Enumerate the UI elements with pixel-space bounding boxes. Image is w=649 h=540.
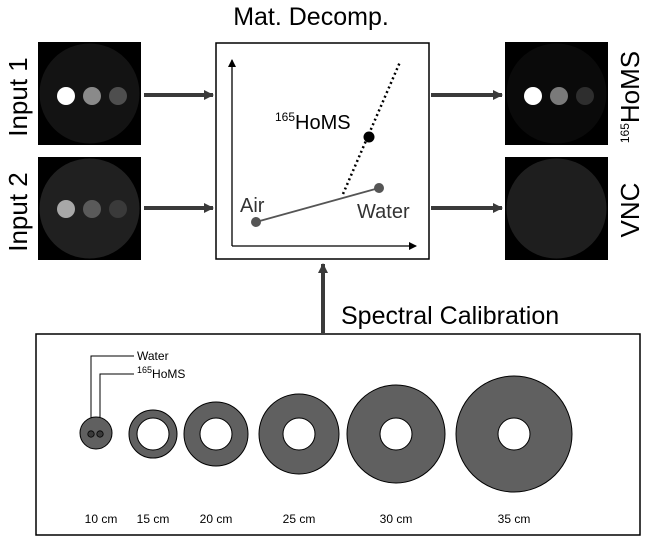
calibration-title: Spectral Calibration [341, 302, 559, 330]
input-2-image [38, 157, 141, 260]
plot-homs-label: 165HoMS [275, 110, 351, 134]
phantom-label-15cm: 15 cm [137, 512, 170, 526]
decomposition-plot: 165HoMS Air Water [215, 42, 430, 260]
water-point [374, 183, 384, 193]
output-vnc-label: VNC [615, 183, 645, 238]
page-title: Mat. Decomp. [233, 3, 389, 31]
legend-water-label: Water [137, 349, 169, 363]
output-homs-image [505, 42, 608, 145]
phantom-25cm [258, 393, 340, 475]
phantom-20cm [183, 401, 249, 467]
legend-homs-label: 165HoMS [137, 365, 185, 381]
input-1-label: Input 1 [3, 57, 33, 137]
phantom-label-20cm: 20 cm [200, 512, 233, 526]
calibration-legend: Water 165HoMS [90, 349, 185, 434]
phantom-35cm [455, 375, 573, 493]
phantom-label-35cm: 35 cm [498, 512, 531, 526]
output-homs-label: 165HoMS [615, 51, 645, 143]
plot-water-label: Water [357, 201, 410, 223]
homs-dotted-line [341, 61, 402, 195]
air-water-line [255, 187, 380, 223]
homs-point [363, 131, 375, 143]
input-2-label: Input 2 [3, 172, 33, 252]
phantom-15cm [128, 409, 178, 459]
phantom-label-25cm: 25 cm [283, 512, 316, 526]
input-1-image [38, 42, 141, 145]
phantom-label-30cm: 30 cm [380, 512, 413, 526]
phantom-10cm [79, 416, 113, 450]
plot-air-label: Air [240, 195, 265, 217]
output-vnc-image [505, 157, 608, 260]
air-point [251, 217, 261, 227]
phantom-30cm [346, 384, 446, 484]
phantom-label-10cm: 10 cm [85, 512, 118, 526]
